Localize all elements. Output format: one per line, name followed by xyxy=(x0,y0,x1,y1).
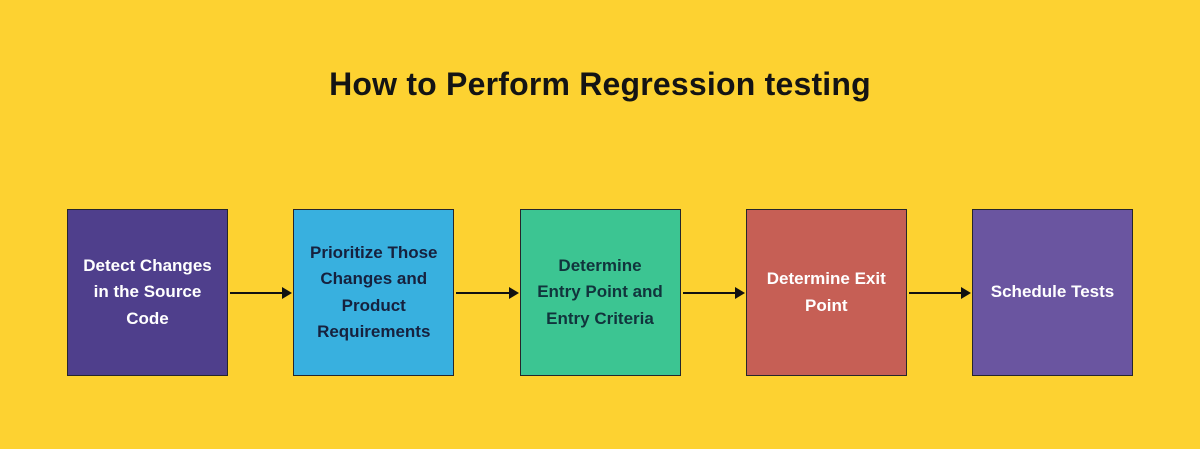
arrow-line xyxy=(908,291,962,294)
arrow-head xyxy=(508,286,519,299)
arrow-right-icon xyxy=(681,209,746,376)
arrow-line xyxy=(230,291,284,294)
flowchart-row: Detect Changes in the Source Code Priori… xyxy=(67,209,1133,376)
arrow-head xyxy=(961,286,971,299)
arrow-right-icon xyxy=(228,209,293,376)
step-label-determine-exit-point: Determine Exit Point xyxy=(766,269,886,315)
arrow-head xyxy=(282,286,293,299)
step-box-detect-changes: Detect Changes in the Source Code xyxy=(67,209,228,376)
step-label-prioritize-changes: Prioritize Those Changes and Product Req… xyxy=(309,242,438,341)
step-box-determine-exit-point: Determine Exit Point xyxy=(745,209,907,376)
arrow-right-icon xyxy=(907,209,972,376)
step-box-prioritize-changes: Prioritize Those Changes and Product Req… xyxy=(293,209,455,376)
arrow-line xyxy=(456,291,510,294)
step-box-schedule-tests: Schedule Tests xyxy=(972,209,1133,376)
step-label-schedule-tests: Schedule Tests xyxy=(990,282,1115,302)
arrow-right-icon xyxy=(454,209,519,376)
step-box-determine-entry-point: Determine Entry Point and Entry Criteria xyxy=(519,209,681,376)
arrow-line xyxy=(682,291,736,294)
arrow-head xyxy=(734,286,745,299)
step-label-detect-changes: Detect Changes in the Source Code xyxy=(83,255,212,328)
step-label-determine-entry-point: Determine Entry Point and Entry Criteria xyxy=(537,255,663,328)
diagram-title: How to Perform Regression testing xyxy=(329,66,871,102)
